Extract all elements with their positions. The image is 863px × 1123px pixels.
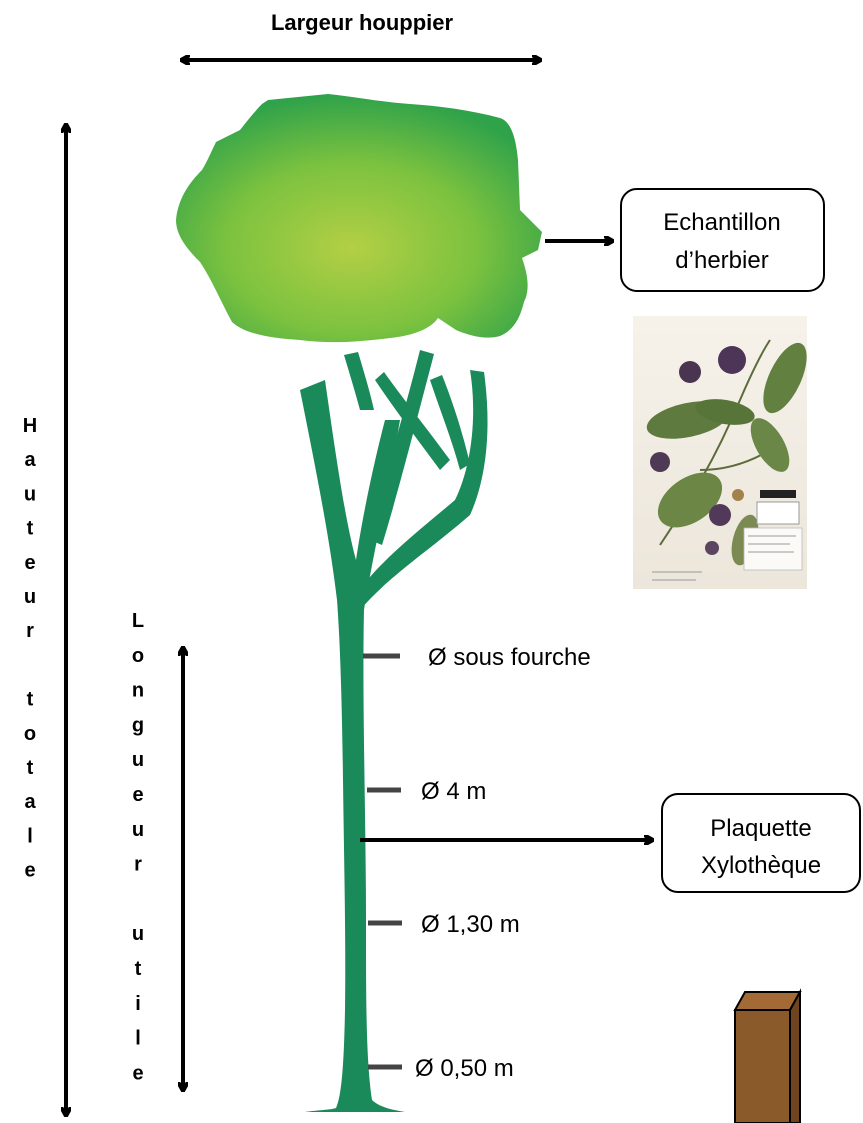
diameter-label-4m: Ø 4 m xyxy=(421,778,486,805)
herbarium-box-line2: d’herbier xyxy=(675,247,768,274)
herbarium-box-line1: Echantillon xyxy=(663,209,780,236)
tree-illustration xyxy=(176,94,542,1112)
crown-width-label: Largeur houppier xyxy=(271,10,454,35)
diameter-ticks xyxy=(363,656,402,1067)
xylotheque-box-line2: Xylothèque xyxy=(701,852,821,879)
herbarium-specimen-image xyxy=(633,316,816,589)
xylotheque-box-line1: Plaquette xyxy=(710,815,811,842)
trunk xyxy=(300,350,488,1112)
diameter-label-050: Ø 0,50 m xyxy=(415,1055,514,1082)
diameter-label-130: Ø 1,30 m xyxy=(421,911,520,938)
herbarium-box xyxy=(621,189,824,291)
crown xyxy=(176,94,542,342)
diameter-label-fork: Ø sous fourche xyxy=(428,644,591,671)
wood-sample-icon xyxy=(735,992,800,1123)
